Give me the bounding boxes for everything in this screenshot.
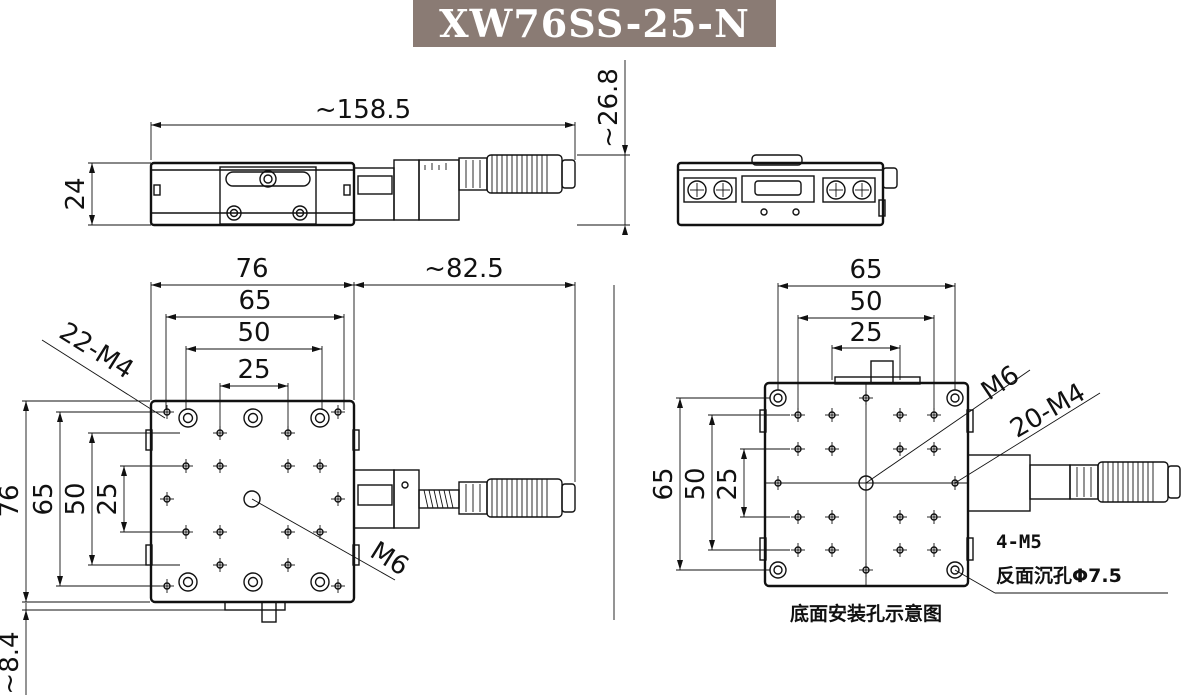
side-total-height-label: ~26.8 [594,68,624,148]
title-banner: XW76SS-25-N [413,0,776,47]
plan-height-25-label: 25 [93,482,123,515]
bottom-view [676,283,1181,594]
bottom-center-label: M6 [976,360,1025,407]
bottom-width-65-label: 65 [849,255,882,285]
plan-height-76-label: 76 [0,484,25,517]
plan-reach-label: ~82.5 [424,254,504,284]
plan-view [22,282,576,695]
plan-offset-label: ~8.4 [0,631,25,694]
mount-hole-label: 4-M5 [996,531,1042,553]
plan-width-65-label: 65 [238,286,271,316]
plan-width-76-label: 76 [235,254,268,284]
side-view [88,60,630,235]
bottom-view-caption: 底面安装孔示意图 [790,602,942,625]
plan-center-label: M6 [365,536,414,582]
plan-height-65-label: 65 [29,482,59,515]
bottom-width-25-label: 25 [849,318,882,348]
side-width-label: ~158.5 [315,95,411,125]
plan-holes-label: 22-M4 [54,317,139,386]
drawing-title: XW76SS-25-N [439,1,750,46]
plan-height-50-label: 50 [61,482,91,515]
plan-width-25-label: 25 [237,355,270,385]
counterbore-label: 反面沉孔Φ7.5 [996,565,1122,587]
bottom-height-50-label: 50 [681,467,711,500]
bottom-height-25-label: 25 [713,467,743,500]
end-view [676,154,898,227]
side-height-label: 24 [61,177,91,210]
plan-width-50-label: 50 [237,318,270,348]
bottom-width-50-label: 50 [849,287,882,317]
bottom-height-65-label: 65 [649,467,679,500]
